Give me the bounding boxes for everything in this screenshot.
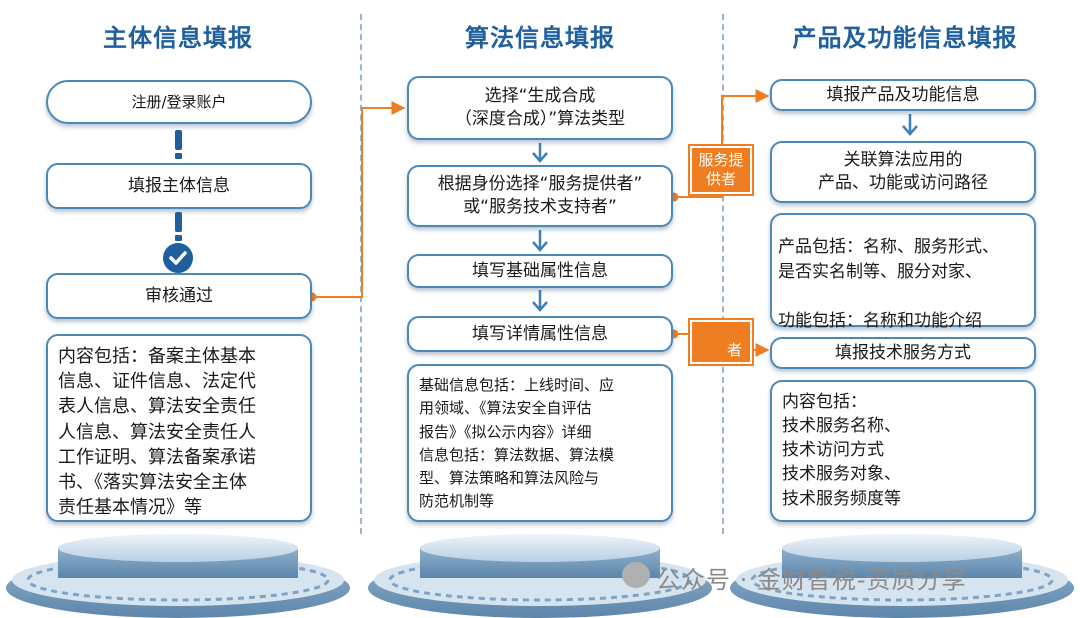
step-fill-detail-attributes: 填写详情属性信息 (407, 316, 673, 352)
pedestal-icon (6, 534, 350, 618)
watermark: 公众号 · 金财智税-资质分享 (656, 566, 967, 594)
column-title-subject: 主体信息填报 (103, 24, 253, 52)
exclamation-icon (175, 212, 182, 241)
technical-service-detail: 内容包括： 技术服务名称、 技术访问方式 技术服务对象、 技术服务频度等 (770, 380, 1036, 522)
product-function-detail: 产品包括：名称、服务形式、 是否实名制等、服分对家、 功能包括：名称和功能介绍 (770, 213, 1036, 331)
step-fill-product-function: 填报产品及功能信息 (770, 79, 1036, 111)
step-fill-subject-info: 填报主体信息 (46, 163, 312, 209)
down-arrow-icon (532, 143, 548, 312)
flow-connector (669, 329, 770, 357)
column-title-algorithm: 算法信息填报 (465, 24, 615, 52)
column-divider (722, 14, 724, 534)
step-link-algorithm-application: 关联算法应用的 产品、功能或访问路径 (770, 141, 1036, 203)
step-fill-technical-service: 填报技术服务方式 (770, 337, 1036, 369)
column-title-product: 产品及功能信息填报 (792, 24, 1018, 52)
check-circle-icon (163, 243, 193, 273)
step-fill-basic-attributes: 填写基础属性信息 (407, 254, 673, 288)
pedestal-icon (368, 534, 712, 618)
pedestal-icon (730, 534, 1074, 618)
flow-connector (307, 101, 406, 302)
tag-technical-supporter: 者 (688, 318, 754, 366)
step-select-algorithm-type: 选择“生成合成 （深度合成）”算法类型 (407, 76, 673, 140)
algorithm-info-detail: 基础信息包括：上线时间、应 用领域、《算法安全自评估 报告》《拟公示内容》详细 … (407, 364, 673, 522)
down-arrow-icon (902, 114, 918, 136)
step-select-identity: 根据身份选择“服务提供者” 或“服务技术支持者” (407, 165, 673, 227)
wechat-icon (622, 562, 650, 588)
subject-info-detail: 内容包括：备案主体基本 信息、证件信息、法定代 表人信息、算法安全责任 人信息、… (46, 334, 312, 522)
step-review-passed: 审核通过 (46, 273, 312, 319)
exclamation-icon (175, 130, 182, 159)
step-register-login: 注册/登录账户 (46, 80, 312, 124)
tag-service-provider: 服务提 供者 (688, 144, 754, 196)
